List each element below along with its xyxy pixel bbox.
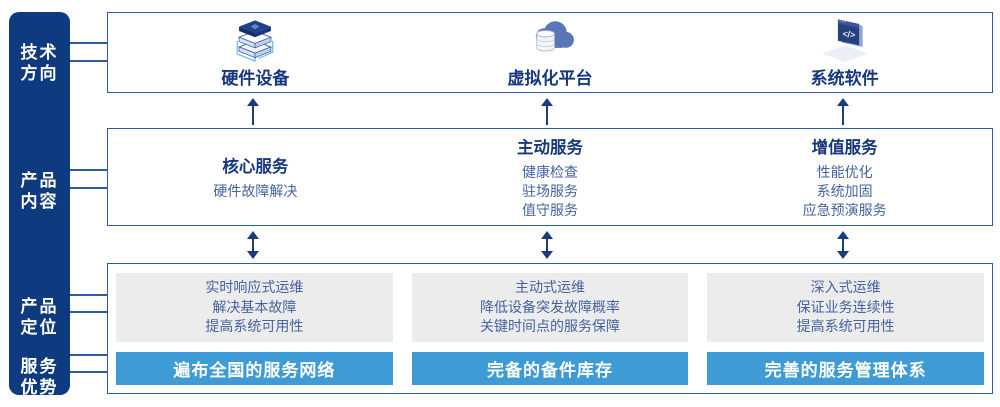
content-col-active-service: 主动服务 健康检查 驻场服务 值守服务 xyxy=(403,129,698,225)
svg-text:</>: </> xyxy=(842,29,856,40)
sidebar-item-product-positioning: 产品 定位 xyxy=(9,296,70,338)
tech-label: 系统软件 xyxy=(810,69,879,88)
positioning-line: 降低设备突发故障概率 xyxy=(480,298,620,315)
positioning-line: 实时响应式运维 xyxy=(205,279,304,296)
double-arrow-icon xyxy=(835,231,851,259)
sidebar-label-line: 产品 xyxy=(20,171,59,190)
connector-line xyxy=(70,169,108,171)
up-arrow-icon xyxy=(245,98,261,125)
connector-line xyxy=(70,371,108,373)
positioning-advantage-box: 实时响应式运维 解决基本故障 提高系统可用性 遍布全国的服务网络 主动式运维 降… xyxy=(107,263,993,394)
service-item: 驻场服务 xyxy=(522,183,578,199)
tech-col-hardware: 硬件设备 xyxy=(108,13,403,92)
positioning-col-deep: 深入式运维 保证业务连续性 提高系统可用性 完善的服务管理体系 xyxy=(707,273,985,385)
positioning-panel: 实时响应式运维 解决基本故障 提高系统可用性 xyxy=(116,273,393,342)
sidebar-item-service-advantage: 服务 优势 xyxy=(9,356,70,398)
advantage-bar: 完善的服务管理体系 xyxy=(707,352,985,385)
code-window-icon: </> xyxy=(816,16,874,62)
content-col-value-added-service: 增值服务 性能优化 系统加固 应急预演服务 xyxy=(697,129,992,225)
content-col-core-service: 核心服务 硬件故障解决 xyxy=(108,129,403,225)
tech-label: 硬件设备 xyxy=(221,69,290,88)
positioning-line: 提高系统可用性 xyxy=(205,318,304,335)
server-stack-icon xyxy=(226,16,284,62)
tech-direction-box: 硬件设备 虚拟化平台 xyxy=(107,12,993,93)
up-arrow-icon xyxy=(835,98,851,125)
service-item: 值守服务 xyxy=(522,202,578,218)
sidebar-label-line: 优势 xyxy=(20,378,59,397)
service-group-title: 增值服务 xyxy=(811,139,878,157)
connector-line xyxy=(70,187,108,189)
positioning-col-reactive: 实时响应式运维 解决基本故障 提高系统可用性 遍布全国的服务网络 xyxy=(116,273,393,385)
tech-col-virtualization: 虚拟化平台 xyxy=(403,13,698,92)
service-item: 健康检查 xyxy=(522,164,578,180)
positioning-line: 提高系统可用性 xyxy=(796,318,895,335)
service-group-title: 核心服务 xyxy=(222,158,289,176)
advantage-bar: 遍布全国的服务网络 xyxy=(116,352,393,385)
tech-col-software: </> 系统软件 xyxy=(697,13,992,92)
service-item: 应急预演服务 xyxy=(802,202,887,218)
positioning-col-proactive: 主动式运维 降低设备突发故障概率 关键时间点的服务保障 完备的备件库存 xyxy=(411,273,689,385)
positioning-line: 保证业务连续性 xyxy=(796,298,895,315)
positioning-line: 深入式运维 xyxy=(810,279,881,296)
sidebar-item-tech-direction: 技术 方向 xyxy=(9,42,70,84)
category-sidebar: 技术 方向 产品 内容 产品 定位 服务 优势 xyxy=(9,12,70,398)
positioning-line: 解决基本故障 xyxy=(212,298,297,315)
positioning-line: 主动式运维 xyxy=(515,279,585,296)
up-arrow-icon xyxy=(539,98,555,125)
positioning-panel: 主动式运维 降低设备突发故障概率 关键时间点的服务保障 xyxy=(411,273,689,342)
positioning-panel: 深入式运维 保证业务连续性 提高系统可用性 xyxy=(707,273,985,342)
service-item: 硬件故障解决 xyxy=(213,183,298,199)
service-item: 性能优化 xyxy=(816,164,873,180)
sidebar-label-line: 内容 xyxy=(20,192,59,211)
connector-line xyxy=(70,294,108,296)
cloud-database-icon xyxy=(521,16,579,62)
sidebar-label-line: 方向 xyxy=(20,64,59,83)
sidebar-label-line: 技术 xyxy=(20,43,59,62)
positioning-line: 关键时间点的服务保障 xyxy=(480,318,620,335)
connector-line xyxy=(70,354,108,356)
sidebar-label-line: 定位 xyxy=(20,318,59,337)
product-content-box: 核心服务 硬件故障解决 主动服务 健康检查 驻场服务 值守服务 增值服务 性能优… xyxy=(107,128,993,226)
service-group-title: 主动服务 xyxy=(517,139,583,157)
sidebar-label-line: 产品 xyxy=(20,297,59,316)
advantage-bar: 完备的备件库存 xyxy=(411,352,689,385)
double-arrow-icon xyxy=(539,231,555,259)
sidebar-label-line: 服务 xyxy=(20,357,59,376)
double-arrow-icon xyxy=(245,231,261,259)
connector-line xyxy=(70,311,108,313)
service-item: 系统加固 xyxy=(816,183,873,199)
connector-line xyxy=(70,60,108,62)
connector-line xyxy=(70,42,108,44)
sidebar-item-product-content: 产品 内容 xyxy=(9,170,70,212)
tech-label: 虚拟化平台 xyxy=(507,69,593,88)
